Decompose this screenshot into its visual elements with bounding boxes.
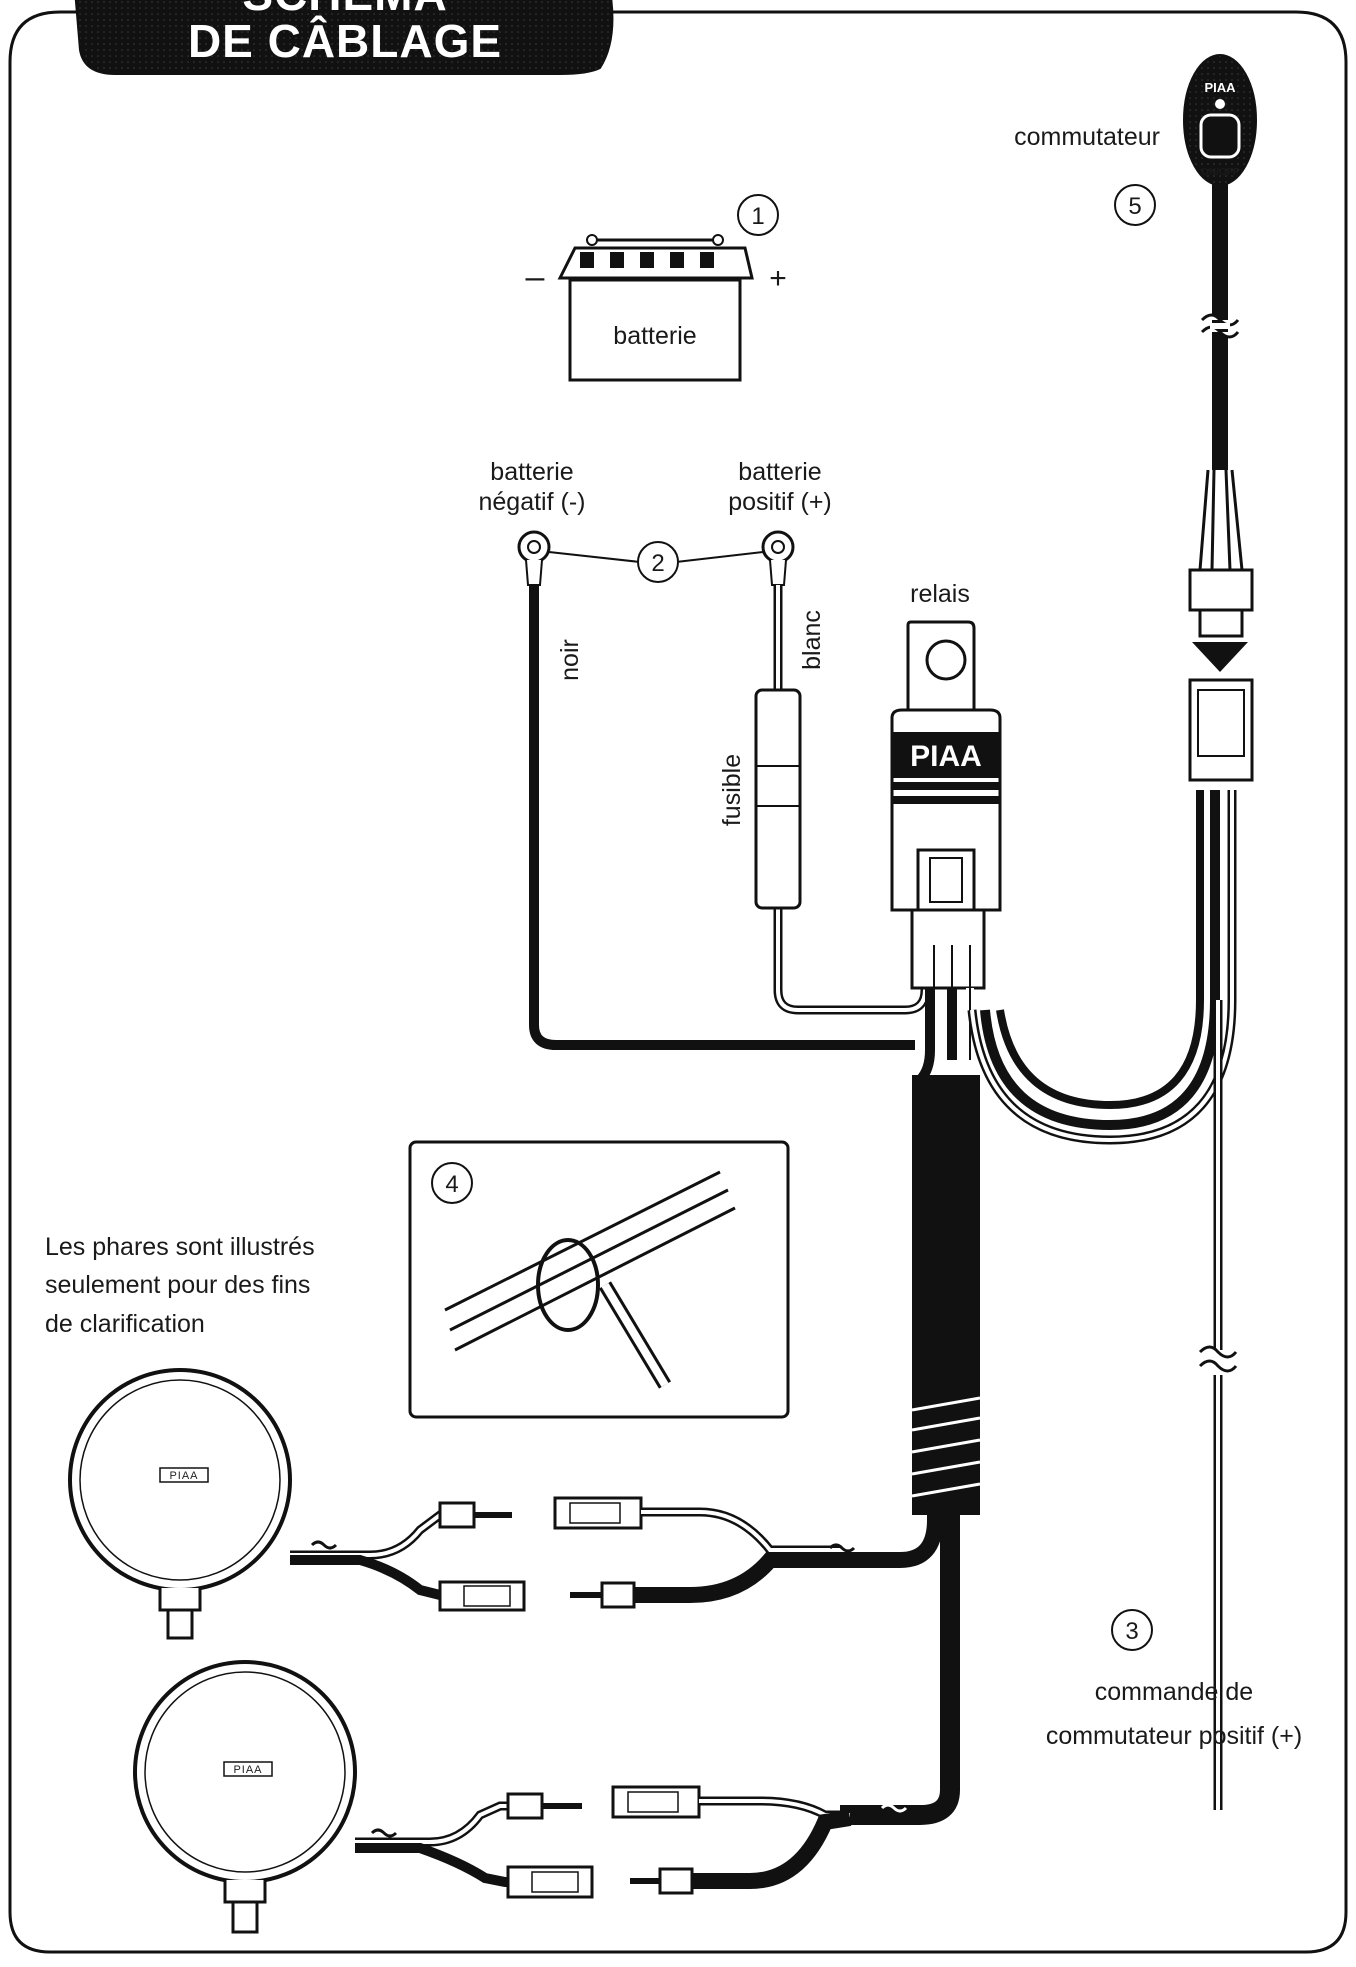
connector-arrow xyxy=(1192,642,1248,672)
ring-terminal-icon xyxy=(517,530,795,586)
positive-label-1: batterie xyxy=(738,458,821,486)
title-line-2: DE CÂBLAGE xyxy=(188,15,502,67)
fog-lamp-icon: PIAA xyxy=(133,1660,357,1934)
relay-brand: PIAA xyxy=(910,740,982,773)
switch-brand: PIAA xyxy=(1204,80,1236,95)
title-line-1: SCHÉMA xyxy=(242,0,447,20)
badge-5: 5 xyxy=(1114,184,1156,226)
fog-lamp-icon: PIAA xyxy=(68,1368,292,1640)
black-wire xyxy=(529,585,915,1050)
tape-wraps xyxy=(911,1396,981,1498)
page-frame xyxy=(8,10,1348,1954)
badge-1: 1 xyxy=(737,194,779,236)
lamp-2-brand: PIAA xyxy=(233,1764,262,1776)
positive-feed-line-1: commande de xyxy=(1095,1678,1253,1706)
fuse-icon xyxy=(754,688,802,910)
cable-tie-inset: 4 xyxy=(408,1140,790,1419)
relay-label: relais xyxy=(910,580,970,608)
switch-connector-female xyxy=(1188,678,1254,782)
fusible-label: fusible xyxy=(718,754,746,826)
lamp-1-brand: PIAA xyxy=(169,1470,198,1482)
lamp-note-line-3: de clarification xyxy=(45,1310,205,1338)
wire-break-icon xyxy=(1200,313,1240,339)
battery-icon xyxy=(557,234,754,382)
svg-text:1: 1 xyxy=(751,203,764,230)
positive-feed-line-2: commutateur positif (+) xyxy=(1046,1722,1302,1750)
badge-3: 3 xyxy=(1111,1609,1153,1651)
noir-label: noir xyxy=(556,639,584,681)
battery-minus: – xyxy=(526,258,545,296)
battery-plus: + xyxy=(769,262,787,295)
svg-text:2: 2 xyxy=(651,550,664,577)
switch-label: commutateur xyxy=(1014,123,1160,151)
switch-connector-male xyxy=(1188,469,1254,638)
blanc-label: blanc xyxy=(798,610,826,670)
badge-2-leader xyxy=(548,551,641,563)
svg-text:5: 5 xyxy=(1128,193,1141,220)
switch-icon: PIAA ON/OFF xyxy=(1183,54,1257,186)
negative-label-2: négatif (-) xyxy=(479,488,586,516)
svg-text:3: 3 xyxy=(1125,1618,1138,1645)
badge-2: 2 xyxy=(637,541,679,583)
relay-icon: PIAA xyxy=(890,620,1002,990)
cable-tie-icon xyxy=(536,1238,672,1389)
switch-harness xyxy=(980,790,1220,1131)
badge-4: 4 xyxy=(445,1171,458,1198)
positive-label-2: positif (+) xyxy=(728,488,832,516)
battery-label: batterie xyxy=(613,322,696,350)
lamp-note-line-1: Les phares sont illustrés xyxy=(45,1233,315,1261)
title-tab: SCHÉMA DE CÂBLAGE xyxy=(74,0,614,75)
lamp-note-line-2: seulement pour des fins xyxy=(45,1271,310,1299)
switch-button-text: ON/OFF xyxy=(1201,167,1239,178)
negative-label-1: batterie xyxy=(490,458,573,486)
